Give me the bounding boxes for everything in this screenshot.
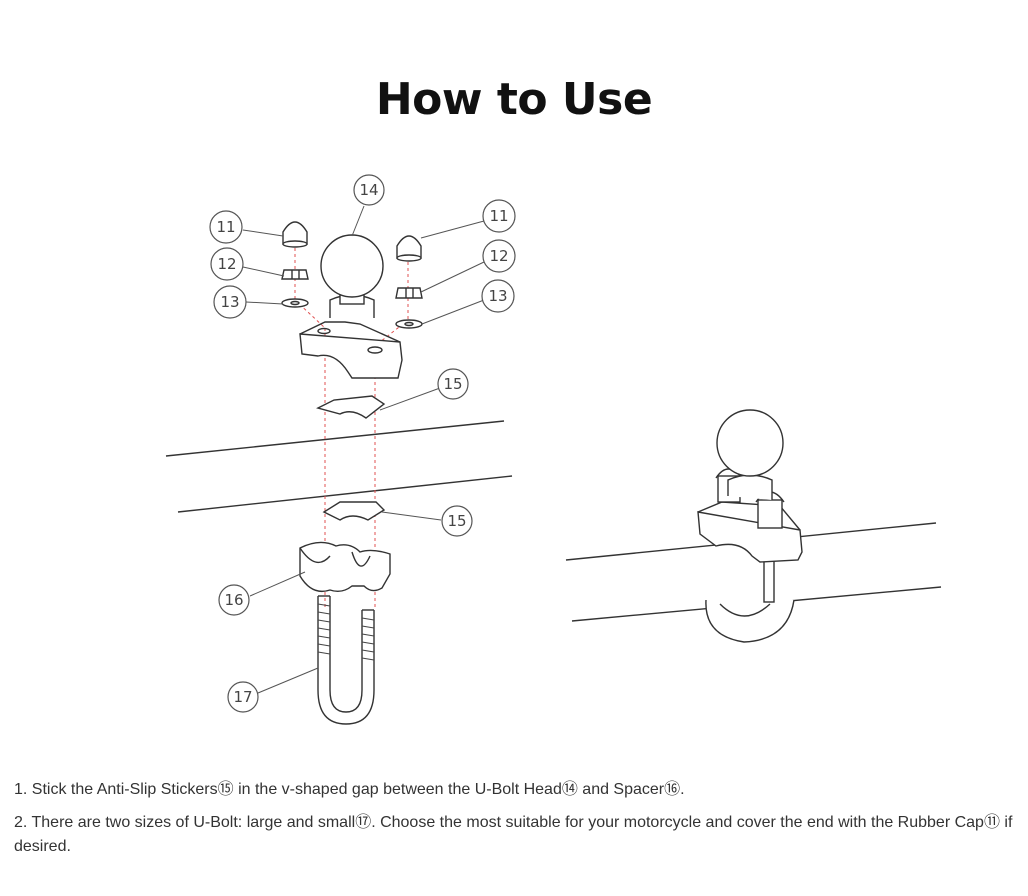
spacer (299, 541, 391, 593)
mount-base (299, 321, 403, 379)
step-1: 1. Stick the Anti-Slip Stickers⑮ in the … (14, 781, 685, 798)
washer-left (281, 298, 309, 308)
rubber-cap-left (282, 221, 308, 248)
u-bolt (317, 595, 375, 725)
nut-right (395, 287, 423, 299)
assembled-mount (697, 409, 803, 643)
callout-13-right: 13 (488, 287, 507, 305)
step-2: 2. There are two sizes of U-Bolt: large … (14, 814, 1013, 855)
callout-12-right: 12 (489, 247, 508, 265)
callout-17: 17 (233, 688, 252, 706)
callout-13-left: 13 (220, 293, 239, 311)
ball-head (320, 234, 384, 318)
page-title: How to Use (375, 74, 653, 125)
callout-11-right: 11 (489, 207, 508, 225)
callout-15-top: 15 (443, 375, 462, 393)
callout-14: 14 (359, 181, 378, 199)
callout-15-bottom: 15 (447, 512, 466, 530)
nut-left (281, 269, 309, 280)
callout-16: 16 (224, 591, 243, 609)
handlebar-exploded (165, 420, 513, 513)
leader-lines (242, 205, 485, 694)
sticker-bottom (322, 501, 386, 521)
callout-11-left: 11 (216, 218, 235, 236)
assembly-diagram: 14 11 11 12 12 13 13 15 15 16 17 (165, 174, 942, 725)
rubber-cap-right (396, 235, 422, 262)
callout-12-left: 12 (217, 255, 236, 273)
sticker-top (316, 395, 386, 419)
washer-right (395, 319, 423, 329)
instructions: 1. Stick the Anti-Slip Stickers⑮ in the … (14, 778, 1014, 868)
